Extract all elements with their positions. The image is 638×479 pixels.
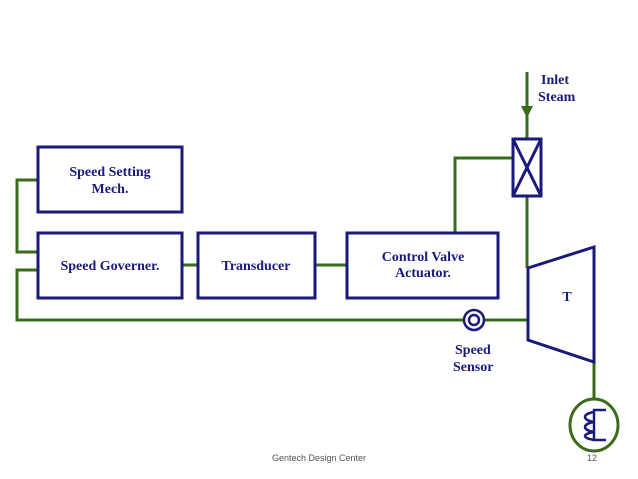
turbine-label: T (562, 290, 572, 305)
generator-icon (568, 397, 620, 453)
page-number: 12 (587, 453, 597, 463)
inlet-label-1: Inlet (541, 73, 569, 88)
speed-setting-box (36, 145, 184, 214)
speed-setting-label-2: Mech. (92, 182, 129, 197)
setting-governer-link (15, 178, 38, 254)
control-valve-icon (511, 137, 543, 198)
speed-sensor-label-2: Sensor (453, 360, 493, 375)
text-labels: Speed Setting Mech. Speed Governer. Tran… (60, 73, 575, 375)
inlet-arrow-icon (521, 106, 533, 118)
feedback-wire (15, 268, 528, 322)
inlet-label-2: Steam (538, 90, 576, 105)
turbine-icon (526, 244, 596, 365)
speed-governer-label: Speed Governer. (60, 259, 159, 274)
speed-governer-box (36, 231, 184, 300)
connection-wires (15, 72, 596, 402)
transducer-box (196, 231, 317, 300)
actuator-valve-link (453, 156, 512, 233)
speed-sensor-label-1: Speed (455, 343, 491, 358)
transducer-label: Transducer (222, 259, 291, 274)
control-valve-box (345, 231, 500, 300)
block-boxes (36, 145, 500, 300)
speed-setting-label-1: Speed Setting (69, 165, 150, 180)
speed-sensor-icon (462, 308, 486, 332)
control-valve-label-2: Actuator. (395, 266, 451, 281)
control-valve-label-1: Control Valve (382, 250, 465, 265)
footer-center-text: Gentech Design Center (272, 453, 366, 463)
